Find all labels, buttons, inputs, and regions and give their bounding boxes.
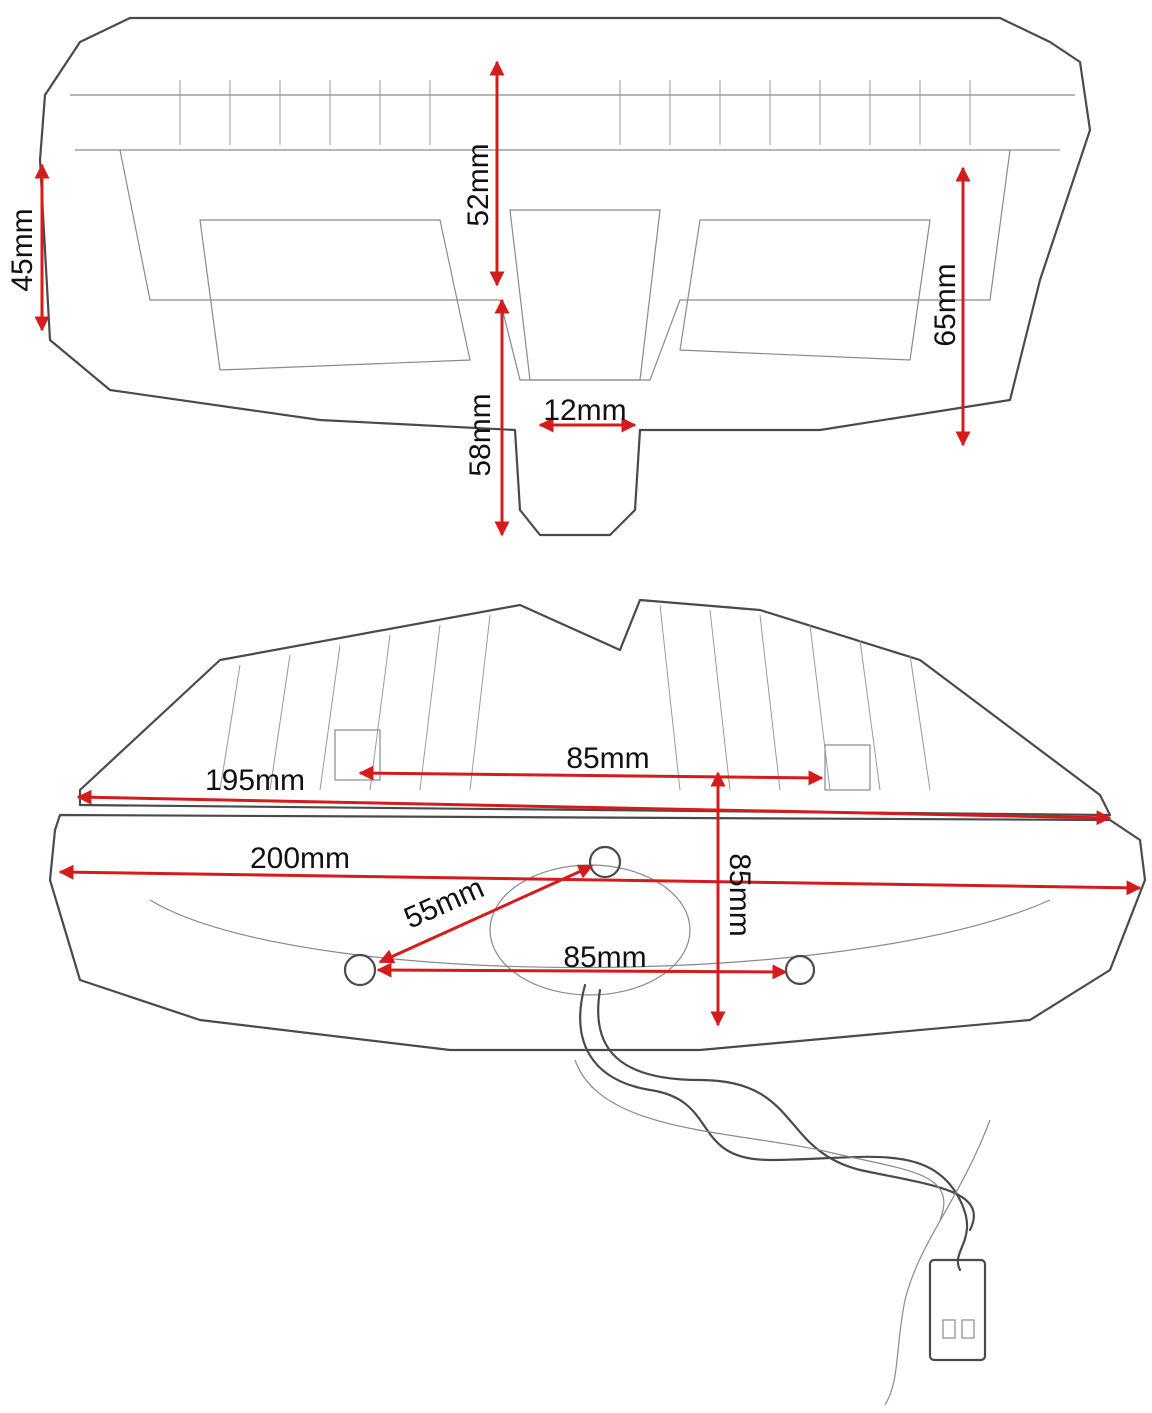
mount-tab-left: [334, 729, 381, 781]
dim-line-85mm-tabs: [358, 765, 824, 786]
wire-connector: [928, 1258, 987, 1362]
dim-label-45mm: 45mm: [6, 208, 39, 291]
dim-line-85mm-mounts: [376, 962, 788, 980]
dim-line-55mm: [378, 864, 594, 964]
dim-label-85mm-depth: 85mm: [723, 853, 756, 936]
dim-label-85mm-mounts: 85mm: [563, 941, 646, 974]
dim-line-195mm: [76, 789, 1112, 826]
front-view-dimensions: 45mm 52mm 58mm 12mm 65mm: [6, 60, 971, 537]
dim-label-52mm: 52mm: [462, 143, 495, 226]
front-view-fins: [179, 80, 971, 145]
dim-label-55mm: 55mm: [399, 871, 489, 935]
front-view-taillight: [38, 16, 1092, 537]
dim-label-200mm: 200mm: [250, 842, 350, 875]
rear-view-fins: [219, 604, 931, 791]
dim-label-58mm: 58mm: [464, 393, 497, 476]
mount-hole-left: [343, 953, 377, 987]
rear-view-dimensions: 195mm 85mm 200mm 85mm 55mm 85mm: [58, 742, 1142, 1027]
dim-label-65mm: 65mm: [929, 263, 962, 346]
dim-label-12mm: 12mm: [543, 394, 626, 427]
wire-harness: [574, 983, 991, 1406]
dim-label-85mm-tabs: 85mm: [566, 742, 649, 775]
mount-hole-top: [588, 845, 622, 879]
dim-label-195mm: 195mm: [205, 764, 305, 797]
rear-view-taillight: [48, 598, 1147, 1052]
dim-line-200mm: [58, 864, 1142, 896]
mount-tab-right: [824, 744, 871, 791]
mount-hole-right: [784, 954, 816, 986]
